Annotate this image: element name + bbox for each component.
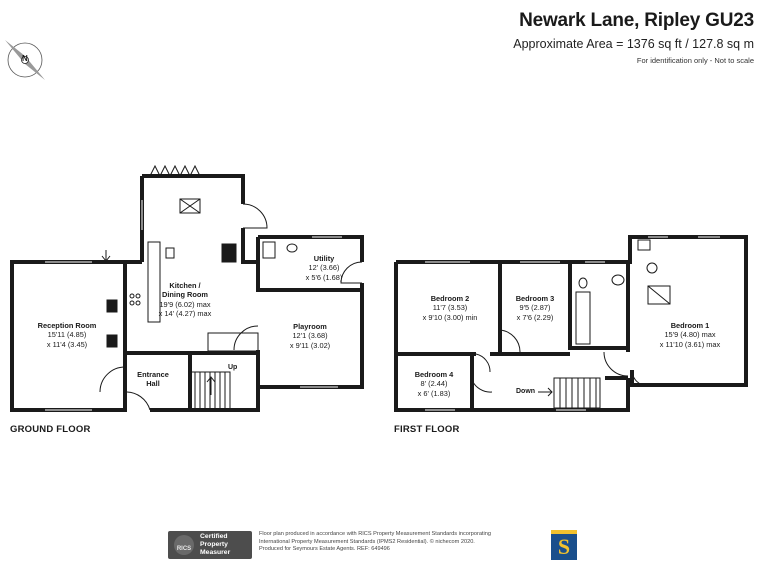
room-bedroom-3: Bedroom 3 9'5 (2.87) x 7'6 (2.29) bbox=[515, 294, 555, 322]
room-utility: Utility 12' (3.66) x 5'6 (1.68) bbox=[305, 254, 343, 282]
agent-logo-icon: S bbox=[551, 530, 577, 560]
rics-badge-text: Certified Property Measurer bbox=[200, 533, 231, 557]
measurement-standards-note: Floor plan produced in accordance with R… bbox=[259, 531, 491, 553]
ground-floor-label: GROUND FLOOR bbox=[10, 424, 91, 435]
stairs-down-label: Down bbox=[516, 388, 536, 395]
rics-certified-badge: RICS Certified Property Measurer bbox=[168, 531, 252, 559]
stairs-up-label: Up bbox=[228, 364, 238, 371]
first-floor-plan bbox=[394, 235, 748, 412]
room-entrance-hall: Entrance Hall bbox=[137, 370, 169, 389]
room-bedroom-1: Bedroom 1 15'9 (4.80) max x 11'10 (3.61)… bbox=[659, 321, 721, 349]
room-bedroom-2: Bedroom 2 11'7 (3.53) x 9'10 (3.00) min bbox=[422, 294, 478, 322]
first-floor-details bbox=[425, 235, 720, 412]
room-playroom: Playroom 12'1 (3.68) x 9'11 (3.02) bbox=[289, 322, 331, 350]
ground-floor-details bbox=[45, 164, 363, 412]
compass-rose-icon bbox=[5, 40, 45, 80]
ground-floor-plan bbox=[10, 174, 364, 412]
room-bedroom-4: Bedroom 4 8' (2.44) x 6' (1.83) bbox=[414, 370, 454, 398]
scale-disclaimer: For identification only - Not to scale bbox=[636, 56, 754, 65]
rics-logo-icon: RICS bbox=[174, 535, 194, 555]
room-kitchen-dining: Kitchen / Dining Room 19'9 (6.02) max x … bbox=[158, 281, 212, 318]
first-floor-label: FIRST FLOOR bbox=[394, 424, 460, 435]
property-title: Newark Lane, Ripley GU23 bbox=[519, 10, 754, 31]
compass-north-letter: N bbox=[22, 54, 28, 63]
approximate-area: Approximate Area = 1376 sq ft / 127.8 sq… bbox=[513, 37, 754, 51]
room-reception: Reception Room 15'11 (4.85) x 11'4 (3.45… bbox=[37, 321, 97, 349]
